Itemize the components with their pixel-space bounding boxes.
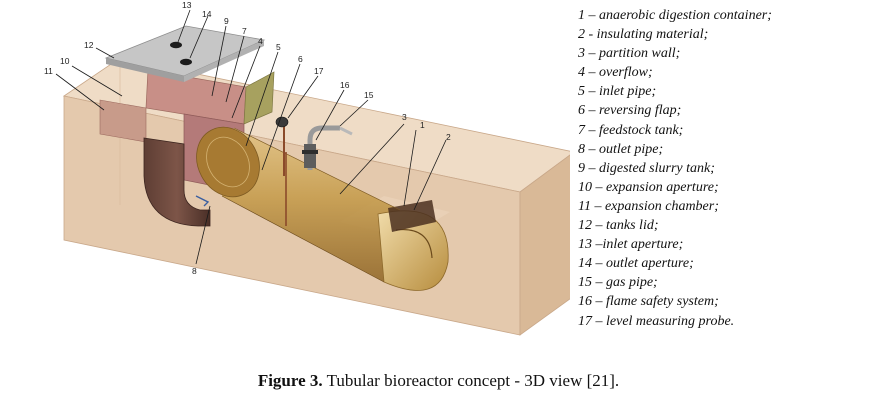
callout-1: 1	[420, 120, 425, 130]
outlet-pipe-shape	[143, 137, 211, 227]
digestion-vessel	[196, 126, 449, 291]
legend-item: 16 – flame safety system;	[578, 294, 719, 310]
figure-caption: Figure 3. Tubular bioreactor concept - 3…	[0, 371, 877, 391]
legend-item: 15 – gas pipe;	[578, 275, 658, 291]
callout-9: 9	[224, 16, 229, 26]
callout-14: 14	[202, 9, 212, 19]
caption-text: Tubular bioreactor concept - 3D view [21…	[322, 371, 620, 390]
callout-5: 5	[276, 42, 281, 52]
legend-item: 1 – anaerobic digestion container;	[578, 8, 772, 23]
callout-17: 17	[314, 66, 324, 76]
legend-item: 5 – inlet pipe;	[578, 84, 657, 100]
callout-7: 7	[242, 26, 247, 36]
callout-16: 16	[340, 80, 350, 90]
callout-12: 12	[84, 40, 94, 50]
callout-4: 4	[258, 36, 263, 46]
legend-item: 12 – tanks lid;	[578, 218, 659, 234]
legend-item: 4 – overflow;	[578, 65, 653, 81]
legend-item: 10 – expansion aperture;	[578, 179, 719, 195]
callout-numbers: 1 2 3 4 5 6 7 8 9 10 11 12 13 14 15 16 1…	[44, 0, 451, 276]
callout-11: 11	[44, 66, 53, 76]
tanks-lid	[104, 25, 266, 82]
callout-6: 6	[298, 54, 303, 64]
callout-13: 13	[182, 0, 192, 10]
callout-2: 2	[446, 132, 451, 142]
legend-item: 14 – outlet aperture;	[578, 256, 694, 272]
callout-10: 10	[60, 56, 70, 66]
legend-item: 8 – outlet pipe;	[578, 141, 664, 157]
legend-item: 13 –inlet aperture;	[578, 237, 684, 253]
legend-item: 17 – level measuring probe.	[578, 313, 735, 329]
legend-item: 9 – digested slurry tank;	[578, 160, 715, 176]
gas-assembly	[195, 116, 353, 207]
callout-8: 8	[192, 266, 197, 276]
legend: 1 – anaerobic digestion container; 2 - i…	[578, 6, 873, 331]
legend-item: 11 – expansion chamber;	[578, 198, 719, 214]
caption-label: Figure 3.	[257, 371, 323, 390]
legend-item: 7 – feedstock tank;	[578, 122, 684, 138]
leader-lines	[55, 9, 447, 265]
bioreactor-illustration: 1 2 3 4 5 6 7 8 9 10 11 12 13 14 15 16 1…	[44, 0, 570, 336]
callout-3: 3	[402, 112, 407, 122]
legend-item: 2 - insulating material;	[578, 27, 709, 43]
legend-item: 3 – partition wall;	[578, 46, 681, 62]
legend-item: 6 – reversing flap;	[578, 103, 682, 119]
callout-15: 15	[364, 90, 374, 100]
